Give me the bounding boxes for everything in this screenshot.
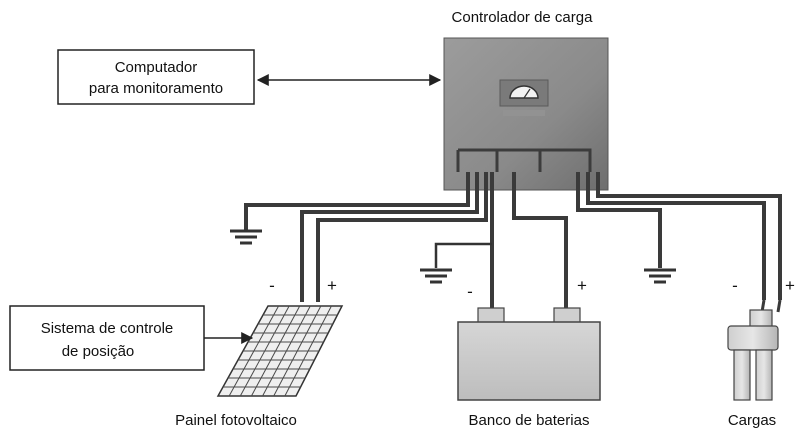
battery-minus-label: - — [467, 282, 473, 301]
solar-panel — [216, 305, 344, 397]
ground-icon — [420, 268, 452, 284]
monitoring-computer: Computador para monitoramento — [57, 49, 255, 105]
ground-icon — [230, 229, 262, 245]
solar-panel-label: Painel fotovoltaico — [175, 412, 297, 429]
battery-plus-label: + — [577, 276, 587, 295]
load-minus-label: - — [732, 276, 738, 295]
monitoring-computer-box — [57, 49, 255, 105]
charge-controller-title: Controlador de carga — [452, 9, 594, 26]
load-plus-label: + — [785, 276, 795, 295]
load-ground-wire — [576, 172, 662, 268]
solar-panel-grid — [223, 305, 338, 397]
battery-plus-wire — [512, 172, 568, 312]
loads-label: Cargas — [728, 412, 776, 429]
panel-plus-label: + — [327, 276, 337, 295]
ground-icon — [644, 268, 676, 284]
panel-wiring — [244, 172, 488, 302]
terminal-block — [456, 148, 592, 172]
battery-bank-label: Banco de baterias — [469, 412, 590, 429]
ground-wire-left — [244, 172, 470, 230]
monitoring-computer-label-line1: Computador — [115, 59, 198, 76]
load-plus-wire — [596, 172, 782, 300]
position-control-label-line1: Sistema de controle — [41, 320, 174, 337]
load-device — [727, 299, 782, 401]
charge-controller: Controlador de carga — [443, 9, 609, 191]
panel-minus-wire — [300, 172, 479, 302]
battery-body — [457, 321, 601, 401]
battery-bank — [457, 307, 601, 401]
load-wiring — [576, 172, 782, 300]
meter-gauge-icon — [499, 79, 549, 116]
monitoring-computer-label-line2: para monitoramento — [89, 80, 223, 97]
load-minus-wire — [586, 172, 766, 300]
battery-wiring — [434, 172, 568, 312]
panel-minus-label: - — [269, 276, 275, 295]
position-control-system: Sistema de controle de posição — [9, 305, 205, 371]
panel-plus-wire — [316, 172, 488, 302]
position-control-box — [9, 305, 205, 371]
battery-ground-wire — [434, 242, 492, 268]
position-control-label-line2: de posição — [62, 343, 135, 360]
